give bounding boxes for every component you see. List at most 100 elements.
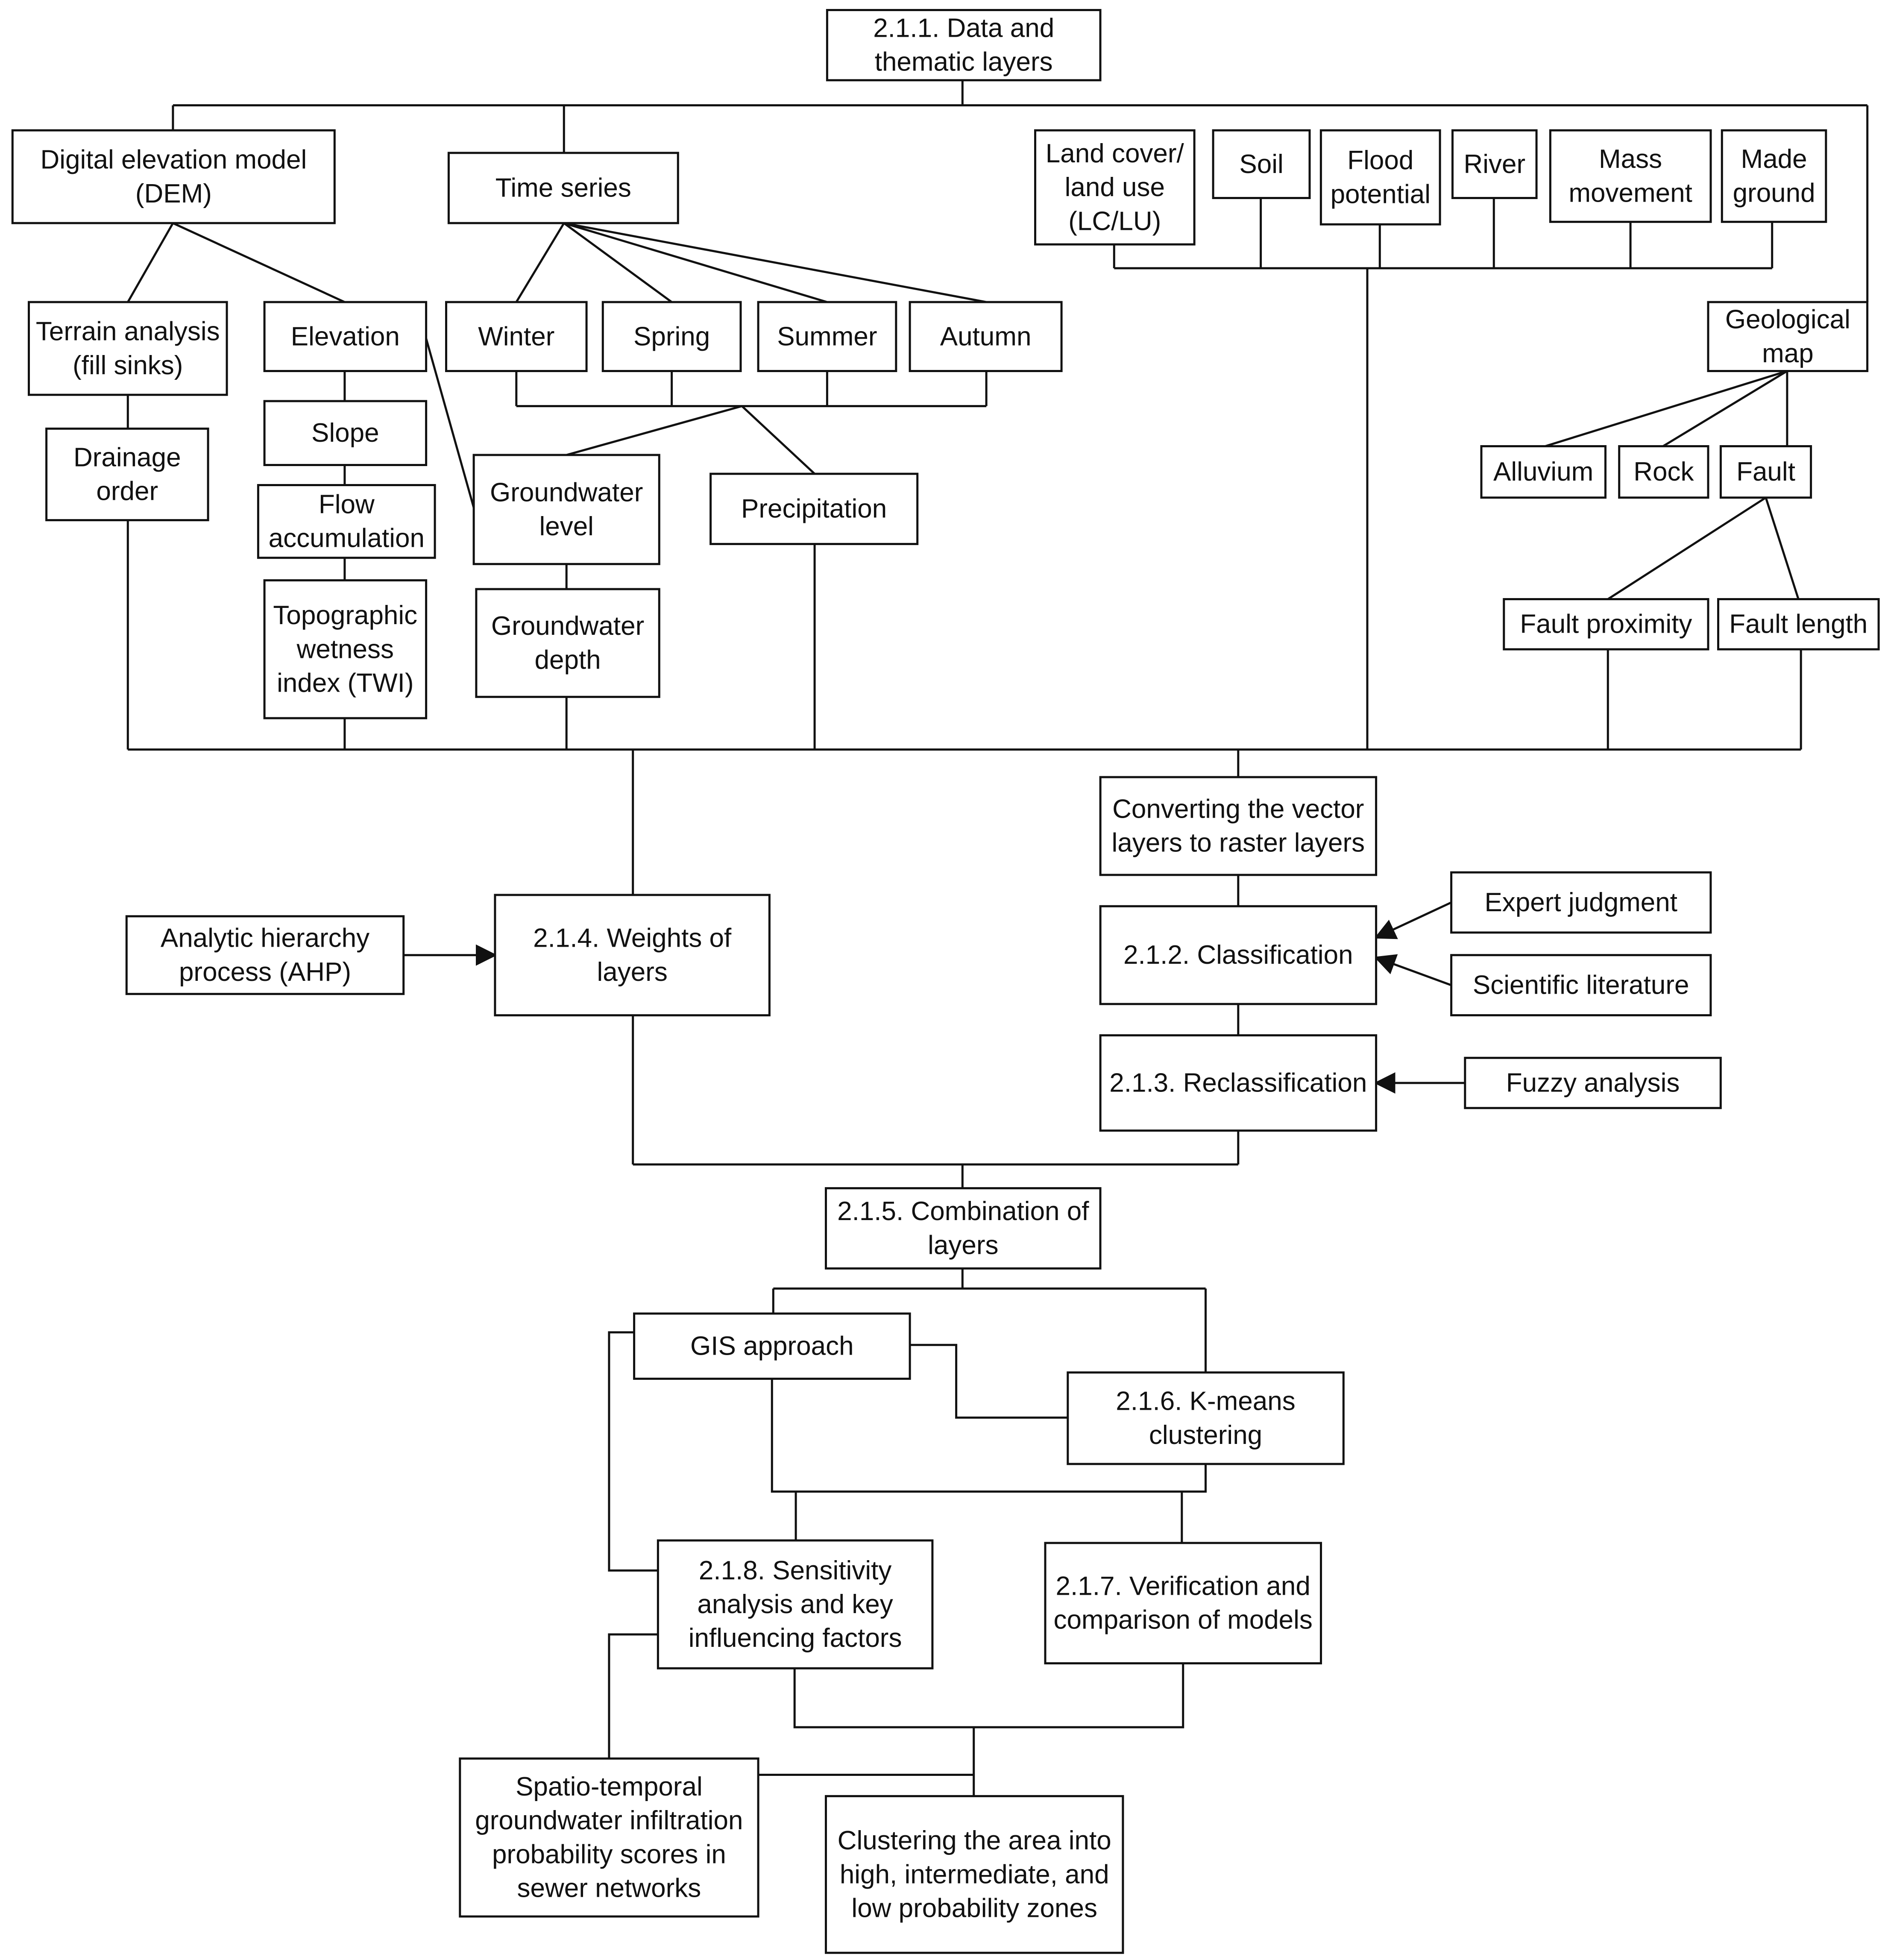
- node-box: [1034, 129, 1196, 246]
- node-sci-lit: Scientific literature: [1450, 954, 1712, 1016]
- node-label: 2.1.3. Reclassification: [1109, 1068, 1367, 1098]
- node-label: 2.1.2. Classification: [1123, 940, 1353, 970]
- connector-56: [910, 1344, 1068, 1419]
- node-box: [1450, 954, 1712, 1016]
- node-label: Slope: [311, 418, 379, 448]
- node-label: Alluvium: [1493, 457, 1593, 487]
- node-drainage: Drainage order: [45, 427, 209, 522]
- node-fuzzy: Fuzzy analysis: [1464, 1056, 1722, 1109]
- node-label: River: [1463, 150, 1525, 179]
- node-geo-map: Geological map: [1707, 301, 1869, 372]
- node-box: [1618, 445, 1709, 499]
- node-label: Topographic: [273, 601, 417, 630]
- connector-26: [425, 338, 475, 508]
- node-label: layers to raster layers: [1111, 828, 1365, 858]
- node-label: map: [1762, 339, 1814, 368]
- node-box: [1212, 129, 1311, 199]
- node-gis: GIS approach: [633, 1312, 911, 1380]
- node-box: [28, 301, 228, 396]
- connector-61: [793, 1663, 1184, 1728]
- node-label: 2.1.8. Sensitivity: [699, 1556, 891, 1585]
- node-label: Geological: [1725, 305, 1850, 334]
- connector-7: [515, 223, 565, 303]
- node-box: [445, 301, 588, 372]
- node-label: Fault length: [1729, 610, 1867, 639]
- node-box: [1099, 905, 1378, 1005]
- node-label: Groundwater: [490, 478, 643, 508]
- node-box: [1099, 776, 1378, 876]
- connector-6: [172, 222, 345, 303]
- connector-33: [1545, 370, 1788, 447]
- node-label: order: [96, 477, 158, 506]
- node-label: Terrain analysis: [36, 317, 220, 346]
- arrow-2: [1374, 954, 1452, 986]
- connector-9: [563, 222, 828, 303]
- node-terrain: Terrain analysis (fill sinks): [28, 301, 228, 396]
- node-label: Spatio-temporal: [516, 1772, 703, 1802]
- node-summer: Summer: [757, 301, 897, 372]
- node-label: 2.1.1. Data and: [873, 14, 1054, 43]
- node-box: [1549, 129, 1712, 223]
- node-rock: Rock: [1618, 445, 1709, 499]
- node-label: Groundwater: [491, 611, 644, 641]
- node-box: [757, 301, 897, 372]
- node-box: [1464, 1056, 1722, 1109]
- node-label: (fill sinks): [73, 351, 183, 380]
- node-box: [472, 454, 660, 565]
- node-box: [1319, 129, 1441, 226]
- node-label: Scientific literature: [1473, 971, 1689, 1000]
- node-label: Clustering the area into: [838, 1826, 1111, 1855]
- node-fault-len: Fault length: [1717, 598, 1880, 651]
- node-label: layers: [928, 1230, 998, 1260]
- node-label: probability scores in: [492, 1840, 726, 1869]
- node-label: Analytic hierarchy: [161, 924, 369, 953]
- node-soil: Soil: [1212, 129, 1311, 199]
- node-box: [263, 400, 428, 467]
- node-label: Rock: [1633, 457, 1694, 487]
- node-box: [1451, 129, 1538, 199]
- node-label: 2.1.4. Weights of: [533, 924, 732, 953]
- node-box: [1099, 1034, 1378, 1132]
- node-label: (DEM): [135, 179, 212, 208]
- node-river: River: [1451, 129, 1538, 199]
- connector-5: [127, 223, 174, 303]
- node-reclass: 2.1.3. Reclassification: [1099, 1034, 1378, 1132]
- connector-64: [608, 1633, 658, 1759]
- connectors: [126, 80, 1869, 1796]
- node-box: [657, 1539, 934, 1670]
- node-slope: Slope: [263, 400, 428, 467]
- node-box: [1707, 301, 1869, 372]
- node-label: Fault proximity: [1520, 610, 1692, 639]
- node-box: [1719, 445, 1812, 499]
- node-label: clustering: [1149, 1420, 1262, 1450]
- node-label: Made: [1741, 144, 1807, 174]
- connector-10: [563, 222, 987, 303]
- node-label: Autumn: [940, 322, 1032, 351]
- node-label: Precipitation: [741, 494, 887, 524]
- node-box: [475, 588, 660, 698]
- node-winter: Winter: [445, 301, 588, 372]
- node-label: Time series: [495, 173, 631, 203]
- node-label: Drainage: [73, 443, 181, 472]
- node-box: [1503, 598, 1709, 651]
- node-label: movement: [1568, 178, 1692, 208]
- node-label: index (TWI): [277, 669, 413, 698]
- node-label: influencing factors: [689, 1623, 902, 1653]
- node-label: Soil: [1239, 150, 1283, 179]
- node-box: [909, 301, 1063, 372]
- connector-24: [566, 405, 742, 456]
- node-box: [263, 301, 428, 372]
- node-box: [1044, 1542, 1322, 1665]
- node-label: accumulation: [269, 524, 425, 553]
- node-box: [11, 129, 336, 224]
